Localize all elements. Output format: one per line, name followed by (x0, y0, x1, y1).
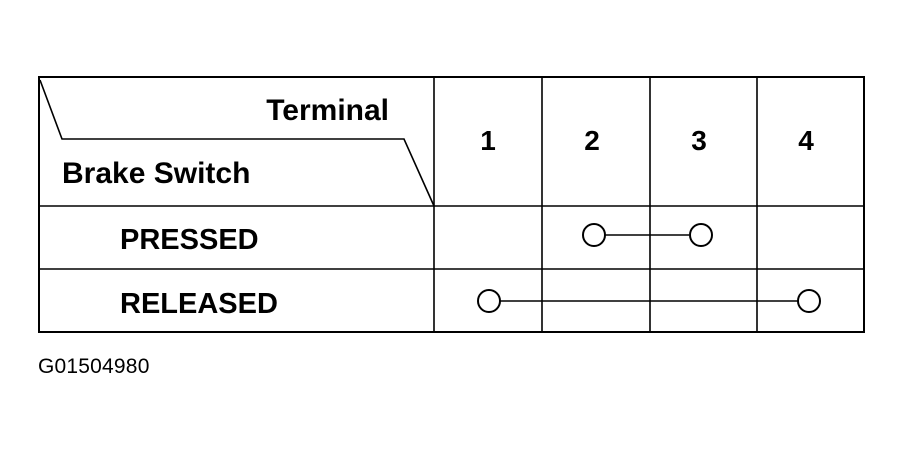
terminal-2-label: 2 (584, 125, 600, 156)
row-label-released: RELEASED (120, 288, 278, 320)
terminal-3-label: 3 (691, 125, 707, 156)
figure-id: G01504980 (38, 355, 150, 378)
row-label-pressed: PRESSED (120, 224, 259, 256)
header-diagonal-divider (39, 79, 435, 207)
continuity-pressed (582, 223, 713, 247)
terminal-1-label: 1 (480, 125, 496, 156)
terminal-3-connection-dot (689, 223, 713, 247)
terminal-2-connection-dot (582, 223, 606, 247)
terminal-1-connection-dot (477, 289, 501, 313)
terminal-4-label: 4 (798, 125, 814, 156)
table-border (38, 76, 865, 333)
terminal-header-label: Terminal (266, 94, 389, 127)
terminal-4-connection-dot (797, 289, 821, 313)
continuity-released (477, 289, 821, 313)
brake-switch-header-label: Brake Switch (62, 157, 250, 190)
